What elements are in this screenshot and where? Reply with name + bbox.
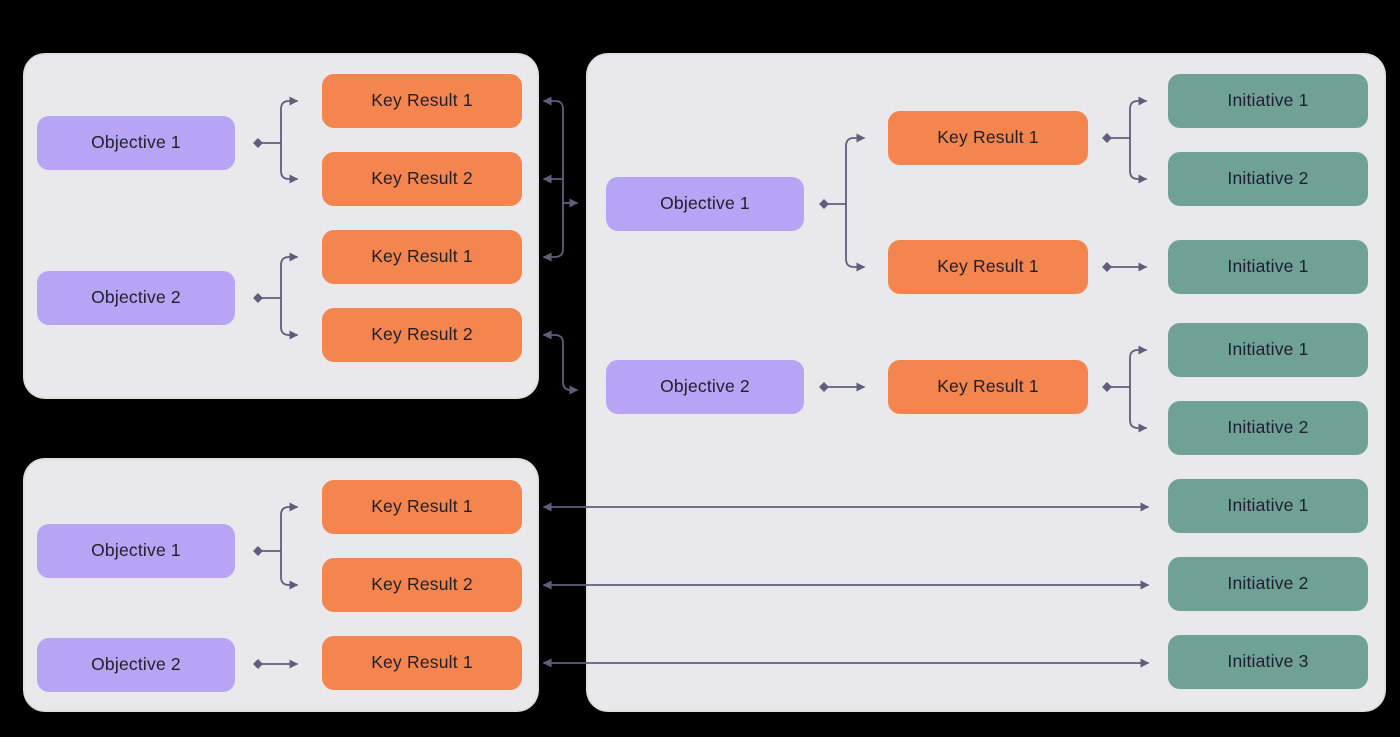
panel-top-left: Objective 1 Objective 2 Key Result 1 Key… (25, 55, 537, 397)
initiative-node: Initiative 2 (1168, 152, 1368, 206)
initiative-node: Initiative 1 (1168, 74, 1368, 128)
key-result-node: Key Result 1 (888, 240, 1088, 294)
objective-node: Objective 2 (37, 638, 235, 692)
key-result-node: Key Result 1 (888, 360, 1088, 414)
initiative-node: Initiative 1 (1168, 323, 1368, 377)
key-result-node: Key Result 1 (322, 480, 522, 534)
objective-node: Objective 1 (37, 116, 235, 170)
key-result-node: Key Result 2 (322, 308, 522, 362)
key-result-node: Key Result 2 (322, 558, 522, 612)
key-result-node: Key Result 1 (322, 74, 522, 128)
connector-link-krs-spine (542, 96, 564, 262)
objective-node: Objective 2 (606, 360, 804, 414)
objective-node: Objective 1 (37, 524, 235, 578)
key-result-node: Key Result 1 (888, 111, 1088, 165)
objective-node: Objective 2 (37, 271, 235, 325)
initiative-node: Initiative 2 (1168, 557, 1368, 611)
panel-bottom-left: Objective 1 Objective 2 Key Result 1 Key… (25, 460, 537, 710)
connector-link-to-right-obj2 (542, 330, 579, 395)
key-result-node: Key Result 1 (322, 636, 522, 690)
key-result-node: Key Result 2 (322, 152, 522, 206)
initiative-node: Initiative 2 (1168, 401, 1368, 455)
initiative-node: Initiative 1 (1168, 479, 1368, 533)
objective-node: Objective 1 (606, 177, 804, 231)
initiative-node: Initiative 3 (1168, 635, 1368, 689)
panel-right: Objective 1 Objective 2 Key Result 1 Key… (588, 55, 1384, 710)
initiative-node: Initiative 1 (1168, 240, 1368, 294)
key-result-node: Key Result 1 (322, 230, 522, 284)
